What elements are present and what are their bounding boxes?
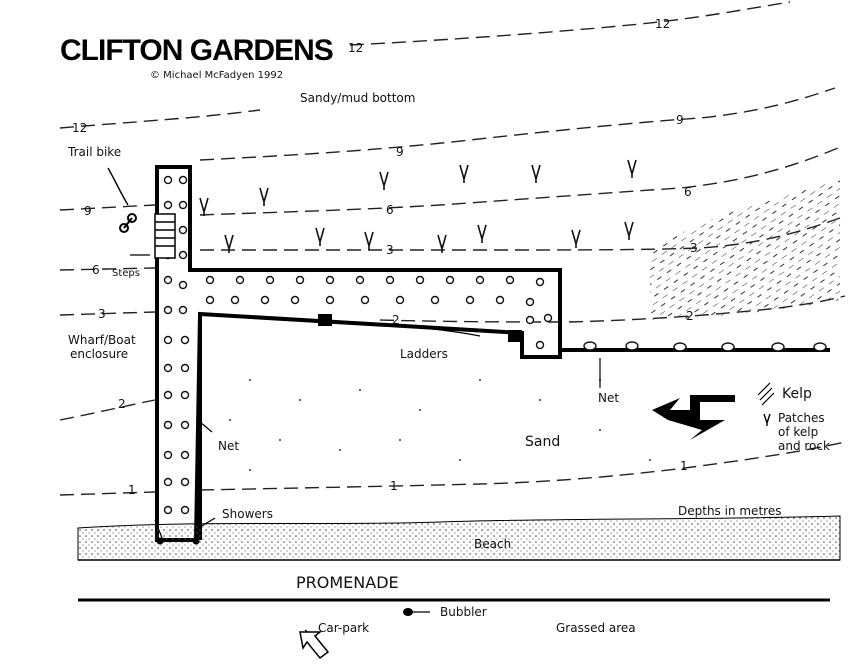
depth-label: 6: [684, 185, 692, 199]
patch-legend-symbol: [763, 413, 771, 426]
contour-1: [59, 441, 846, 496]
kelp-legend-symbol: [757, 382, 775, 406]
sand-label: Sand: [525, 434, 560, 450]
ladders-label: Ladders: [400, 347, 448, 361]
contour-9-left: [59, 204, 156, 211]
contour-6: [59, 147, 839, 271]
kelp-area: [650, 180, 840, 320]
shower-marker: [192, 537, 200, 545]
ladder-marker: [508, 330, 522, 342]
steps-label: Steps: [112, 268, 140, 279]
sandy-mud-label: Sandy/mud bottom: [300, 91, 415, 105]
depth-label: 9: [84, 204, 92, 218]
depth-label: 1: [680, 459, 688, 473]
net-label-right: Net: [598, 391, 619, 405]
depth-label: 2: [118, 397, 126, 411]
depth-label: 3: [98, 307, 106, 321]
bubbler-label: Bubbler: [440, 605, 487, 619]
depth-label: 1: [128, 483, 136, 497]
depth-label: 2: [392, 313, 400, 327]
north-arrow-icon: [652, 395, 735, 440]
depth-label: 12: [655, 17, 670, 31]
ladder-marker: [318, 314, 332, 326]
car-park-arrow-icon: [299, 631, 330, 660]
net-label-left: Net: [218, 439, 239, 453]
grassed-area-label: Grassed area: [556, 621, 636, 635]
contour-9-upper: [199, 87, 836, 161]
trail-bike-arrow: [107, 167, 129, 206]
wharf-label: Wharf/Boat: [68, 333, 136, 347]
depth-label: 12: [72, 121, 87, 135]
depth-label: 1: [390, 479, 398, 493]
beach-area: [77, 515, 841, 561]
steps: [154, 213, 176, 259]
showers-label: Showers: [222, 507, 273, 521]
depth-label: 12: [348, 41, 363, 55]
legend-patches-line2: of kelp: [778, 425, 818, 439]
trail-bike-label: Trail bike: [67, 145, 121, 159]
contour-12-left: [59, 109, 261, 129]
copyright-text: © Michael McFadyen 1992: [150, 70, 283, 81]
legend-patches-line3: and rock: [778, 439, 830, 453]
depth-label: 9: [396, 145, 404, 159]
kelp-patch-symbols: [199, 159, 637, 253]
legend-kelp-label: Kelp: [782, 386, 812, 402]
depth-label: 3: [386, 243, 394, 257]
beach-label: Beach: [474, 537, 511, 551]
depth-label: 9: [676, 113, 684, 127]
shark-net-right: [560, 341, 830, 352]
contour-3: [59, 217, 841, 316]
car-park-label: Car-park: [318, 621, 369, 635]
promenade-label: PROMENADE: [296, 573, 399, 592]
depths-note: Depths in metres: [678, 504, 781, 518]
depth-label: 6: [386, 203, 394, 217]
legend-patches-line1: Patches: [778, 411, 825, 425]
enclosure-label: enclosure: [70, 347, 128, 361]
bubbler-marker: [403, 608, 413, 616]
shower-marker: [156, 537, 164, 545]
sand-dots: [229, 379, 651, 471]
wharf-piles: [163, 175, 553, 515]
depth-label: 6: [92, 263, 100, 277]
trail-bike-icon: [119, 213, 137, 233]
map-title: CLIFTON GARDENS: [60, 34, 333, 67]
contour-12-top: [349, 1, 791, 46]
